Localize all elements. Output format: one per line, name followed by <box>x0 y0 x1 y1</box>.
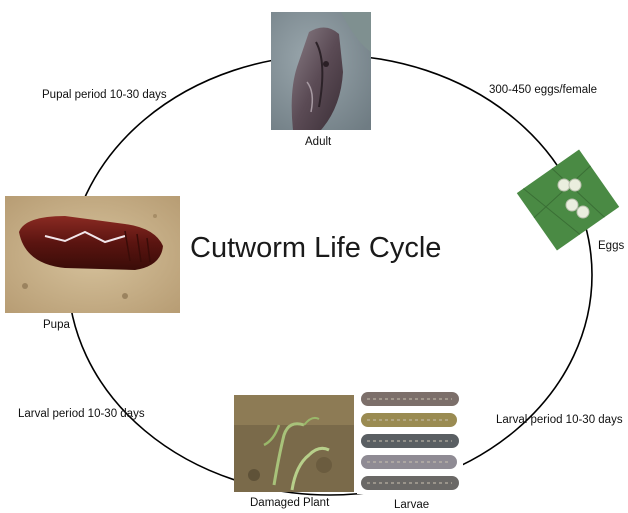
larvae-image <box>357 386 463 494</box>
stage-label-larvae: Larvae <box>394 499 430 511</box>
damaged-plant-image <box>234 395 354 492</box>
pupa-image <box>5 196 180 313</box>
stage-label-damaged-plant: Damaged Plant <box>250 497 330 509</box>
transition-label-pupal-period: Pupal period 10-30 days <box>42 89 167 101</box>
transition-label-larval-period-right: Larval period 10-30 days <box>496 414 623 426</box>
stage-label-eggs: Eggs <box>598 240 625 252</box>
diagram-title: Cutworm Life Cycle <box>190 232 442 264</box>
transition-label-larval-period-left: Larval period 10-30 days <box>18 408 145 420</box>
transition-label-eggs-per-female: 300-450 eggs/female <box>489 84 598 96</box>
eggs-image <box>516 149 620 251</box>
adult-moth-image <box>271 12 371 130</box>
stage-label-adult: Adult <box>305 136 332 148</box>
stage-label-pupa: Pupa <box>43 319 70 331</box>
